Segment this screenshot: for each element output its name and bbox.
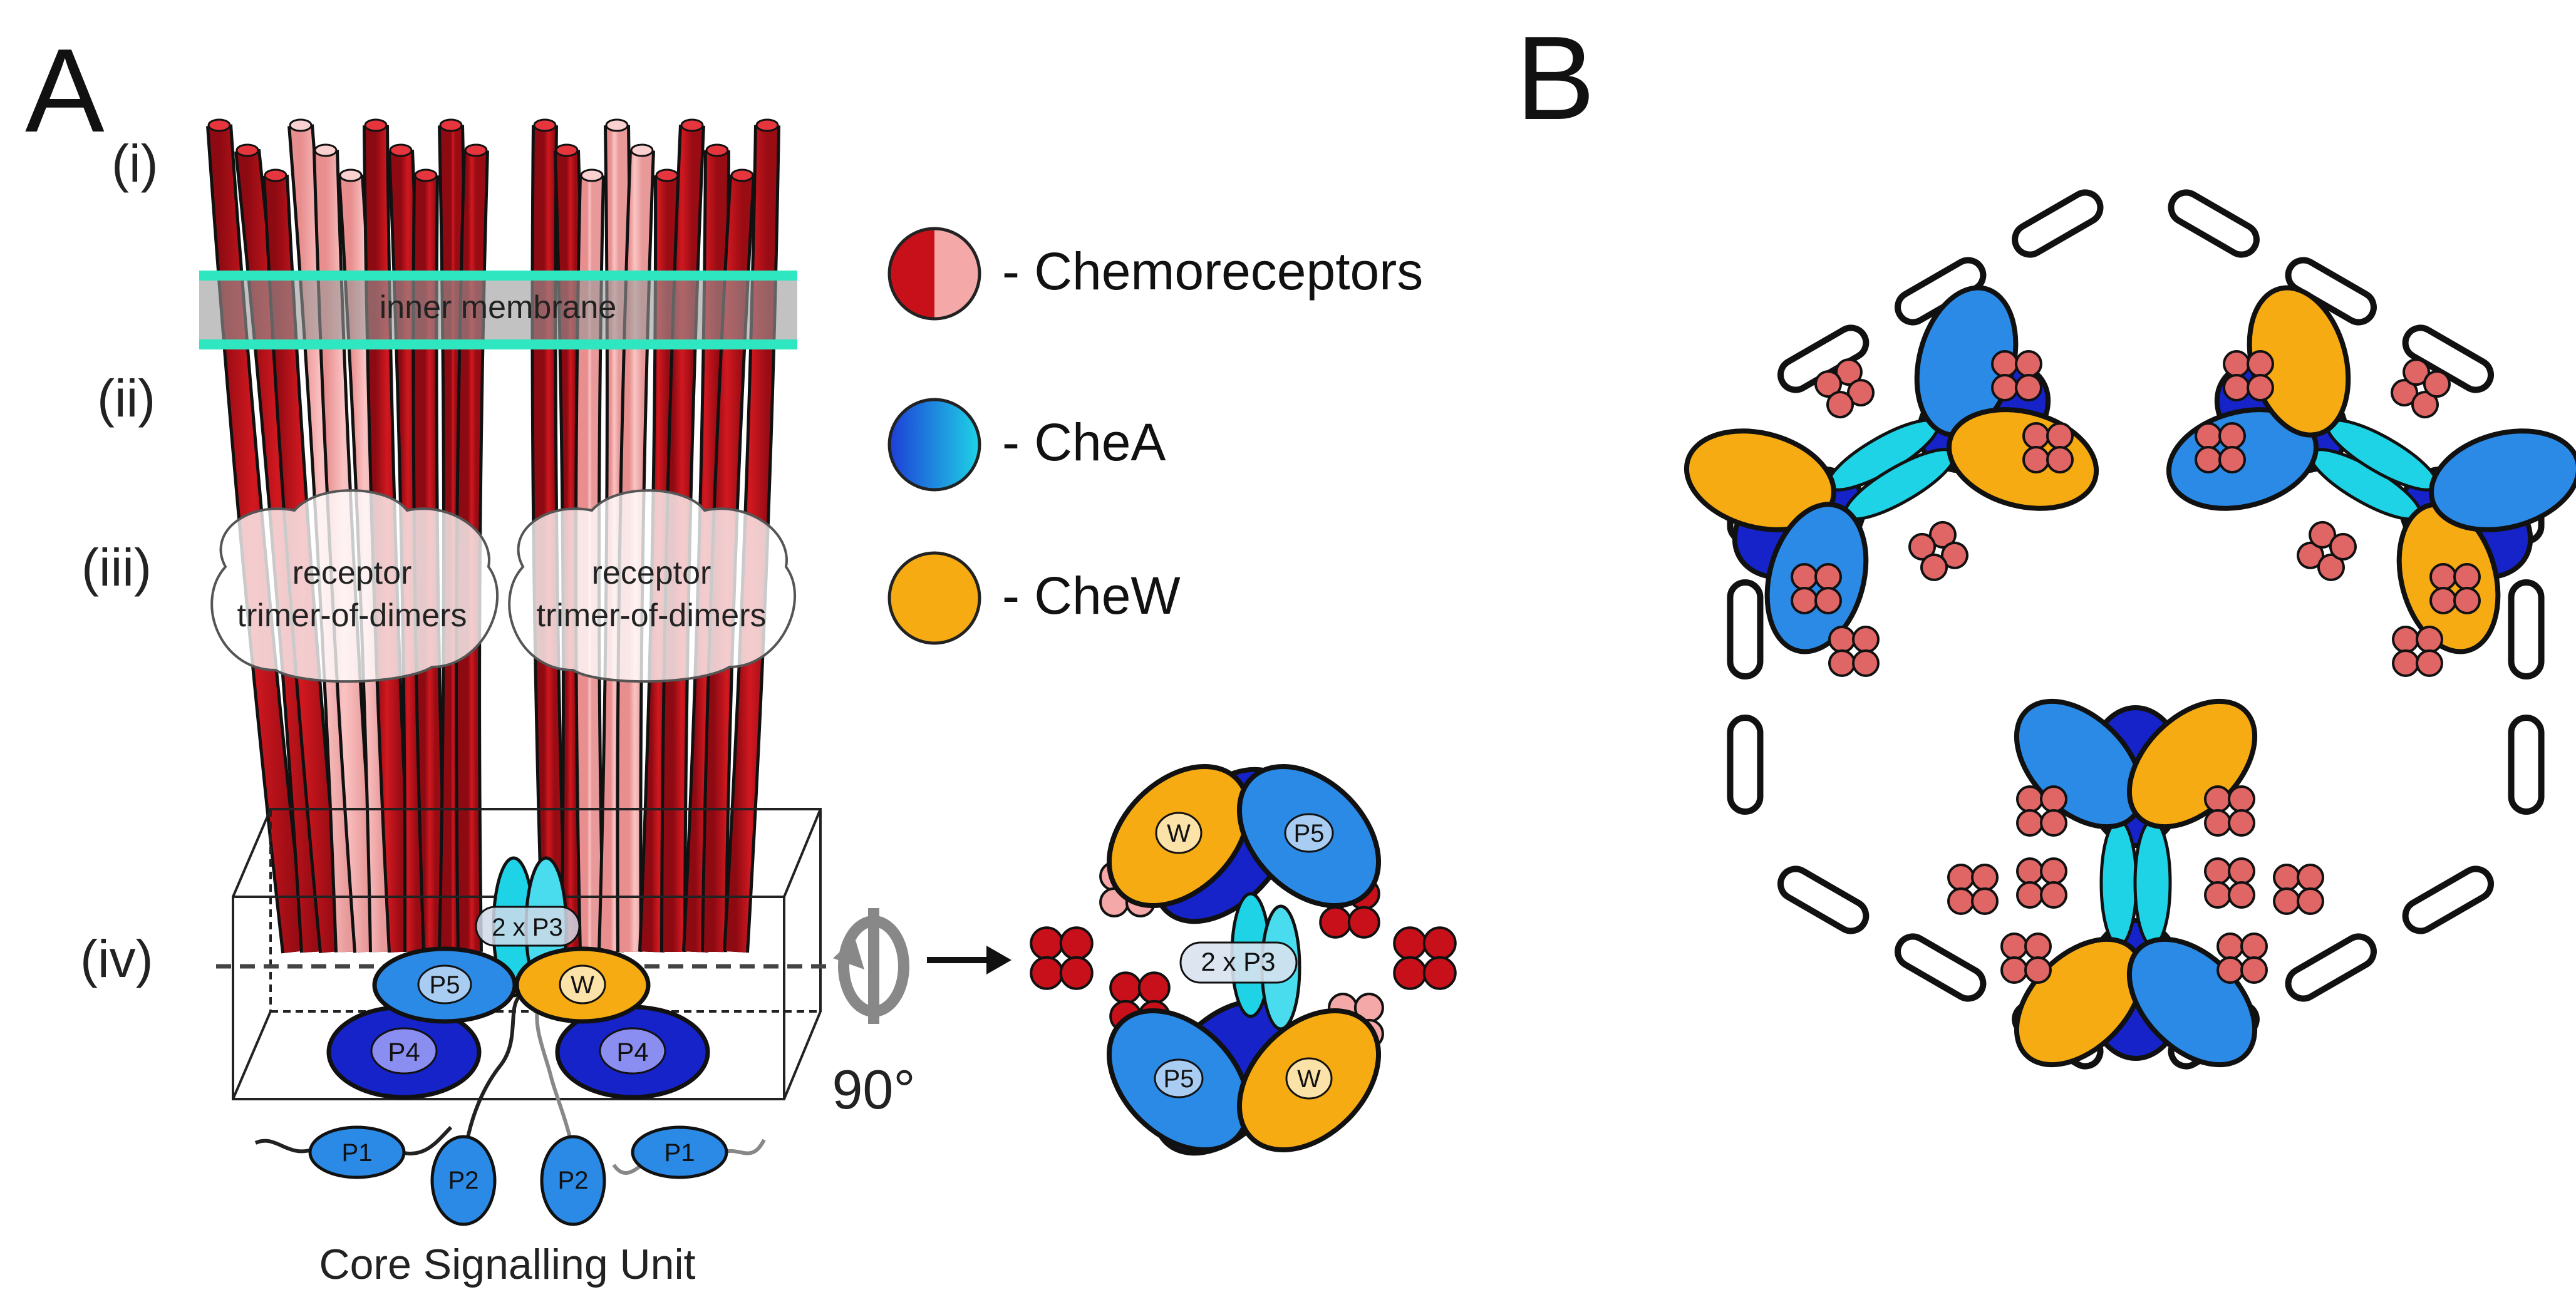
- receptor-trimer-cluster: [2273, 864, 2324, 915]
- p1-label-right: P1: [665, 1139, 695, 1167]
- p1-domain-right: [631, 1125, 728, 1179]
- trimer-label-right-line2: trimer-of-dimers: [537, 597, 767, 634]
- chew-label: W: [571, 971, 594, 999]
- topview-p5-label-top: P5: [1294, 820, 1325, 847]
- rotation-icon: [833, 908, 909, 1024]
- receptor-trimer-cluster: [2204, 857, 2255, 909]
- lattice-ring-segment: [2168, 189, 2260, 258]
- lattice-ring-segment: [2012, 189, 2104, 258]
- legend: - Chemoreceptors - CheA - CheW: [887, 227, 1423, 645]
- receptor-trimer-cluster: [1393, 926, 1457, 990]
- lattice-ring-segment: [1777, 865, 1870, 934]
- region-label-i: (i): [111, 134, 158, 193]
- lattice-ring-segment: [1727, 579, 1764, 679]
- lattice-ring-segment: [1895, 933, 1987, 1002]
- receptor-trimer-cluster: [2216, 933, 2268, 984]
- p2-domain-right: [540, 1135, 606, 1226]
- chemoreceptor-array-lattice: [1684, 189, 2576, 1070]
- legend-label-chea: - CheA: [1002, 413, 1166, 472]
- legend-swatch-chea: [887, 398, 981, 492]
- topview-p5-label-bottom: P5: [1164, 1065, 1194, 1093]
- receptor-trimer-cluster: [2392, 626, 2443, 677]
- p4-domain-left: [326, 1005, 482, 1100]
- receptor-trimer-cluster: [2204, 785, 2255, 837]
- receptor-trimer-cluster: [1947, 864, 1999, 915]
- receptor-trimer-cluster: [2000, 933, 2052, 984]
- p5-label: P5: [430, 971, 460, 999]
- trimer-label-right-line1: receptor: [592, 555, 711, 591]
- p5-domain: [372, 946, 517, 1024]
- p4-domain-right: [555, 1005, 710, 1100]
- p4-label-right: P4: [616, 1037, 648, 1067]
- region-label-ii: (ii): [97, 369, 155, 428]
- topview-w-label-bottom: W: [1297, 1065, 1321, 1093]
- inner-membrane: [199, 271, 797, 349]
- receptor-trimer-cluster: [1908, 520, 1968, 581]
- lattice-core-unit: [2014, 698, 2258, 1068]
- receptor-trimer-cluster: [2016, 857, 2067, 909]
- receptor-trimer-cluster: [2022, 422, 2074, 473]
- panel-a-label: A: [25, 24, 105, 157]
- legend-label-chemoreceptors: - Chemoreceptors: [1002, 242, 1423, 301]
- p3-label: 2 x P3: [492, 914, 562, 941]
- receptor-trimer-cluster: [1791, 563, 1842, 614]
- receptor-trimer-cluster: [1030, 926, 1094, 990]
- rotation-label: 90°: [832, 1058, 915, 1120]
- receptor-trimer-cluster: [2016, 785, 2067, 837]
- lattice-ring-segment: [2508, 579, 2545, 679]
- p2-label-left: P2: [448, 1167, 479, 1194]
- topview-w-label-top: W: [1167, 820, 1191, 847]
- lattice-core-unit: [1684, 285, 2099, 654]
- receptor-trimer-cluster: [2391, 358, 2451, 419]
- lattice-ring-segment: [1727, 715, 1764, 815]
- p4-label-left: P4: [388, 1037, 420, 1067]
- legend-swatch-chew: [887, 551, 981, 645]
- arrow-to-top-view: [927, 946, 1011, 974]
- topview-p3-label: 2 x P3: [1201, 947, 1275, 976]
- inner-membrane-label: inner membrane: [380, 289, 617, 326]
- p2-domain-left: [430, 1135, 497, 1226]
- trimer-cloud-left: [210, 489, 499, 683]
- legend-label-chew: - CheW: [1002, 566, 1181, 625]
- region-label-iv: (iv): [80, 929, 153, 988]
- lattice-ring-segment: [2402, 865, 2494, 934]
- core-signalling-caption: Core Signalling Unit: [319, 1241, 696, 1288]
- lattice-ring-segment: [2285, 257, 2377, 326]
- trimer-cloud-right: [508, 489, 797, 683]
- receptor-trimer-cluster: [2297, 520, 2357, 581]
- receptor-trimer-cluster: [2223, 350, 2274, 401]
- trimer-label-left-line2: trimer-of-dimers: [237, 597, 467, 634]
- receptor-trimer-cluster: [1814, 358, 1875, 419]
- lattice-ring-segment: [2508, 715, 2545, 815]
- legend-swatch-chemoreceptors: [887, 227, 981, 321]
- receptor-trimer-cluster: [2195, 422, 2246, 473]
- top-view-core-unit: [1030, 763, 1457, 1156]
- trimer-label-left-line1: receptor: [292, 555, 412, 591]
- region-label-iii: (iii): [81, 538, 152, 597]
- p2-label-right: P2: [558, 1167, 589, 1194]
- panel-b-label: B: [1516, 12, 1595, 145]
- receptor-trimer-cluster: [1828, 626, 1880, 677]
- p1-domain-left: [308, 1125, 406, 1179]
- chew-domain: [514, 946, 651, 1024]
- receptor-trimer-cluster: [2429, 563, 2481, 614]
- lattice-ring-segment: [2285, 933, 2377, 1002]
- p1-label-left: P1: [342, 1139, 373, 1167]
- receptor-trimer-cluster: [1991, 350, 2042, 401]
